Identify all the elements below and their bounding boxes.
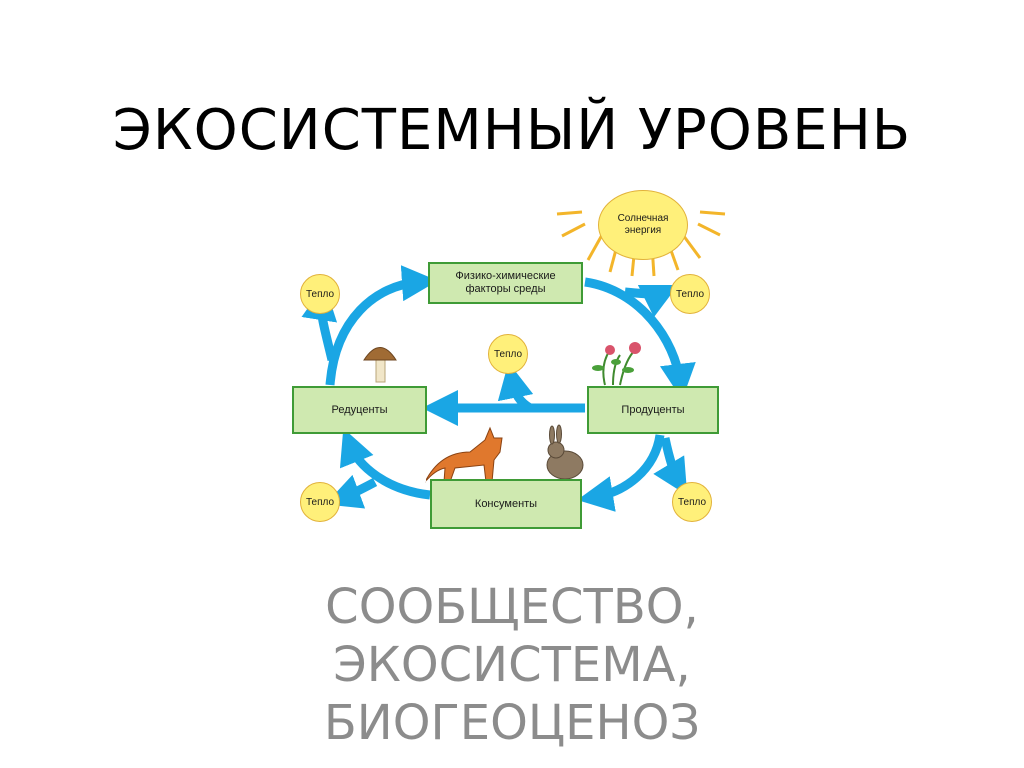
box-producers: Продуценты bbox=[587, 386, 719, 434]
subtitle-line: ЭКОСИСТЕМА, bbox=[333, 637, 691, 693]
sun-energy-line1: Солнечная bbox=[617, 213, 669, 224]
heat-label: Тепло bbox=[677, 496, 707, 508]
arrow-to-heat-bottom-right bbox=[653, 437, 688, 496]
slide-subtitle: СООБЩЕСТВО, ЭКОСИСТЕМА, БИОГЕОЦЕНОЗ bbox=[0, 578, 1024, 752]
box-consumers: Консументы bbox=[430, 479, 582, 529]
slide-title: ЭКОСИСТЕМНЫЙ УРОВЕНЬ bbox=[112, 98, 912, 163]
sun-energy-line2: энергия bbox=[624, 225, 662, 236]
heat-circle-bottom-left: Тепло bbox=[300, 482, 340, 522]
hare-picture bbox=[546, 424, 584, 480]
arrow-consumers-to-decomposers bbox=[339, 428, 431, 500]
plant-picture bbox=[592, 342, 641, 386]
heat-circle-bottom-right: Тепло bbox=[672, 482, 712, 522]
heat-label: Тепло bbox=[305, 496, 335, 508]
ecosystem-diagram: Физико-химические факторы среды Продуцен… bbox=[280, 190, 730, 530]
mushroom-picture bbox=[363, 347, 397, 383]
subtitle-line: СООБЩЕСТВО, bbox=[325, 579, 699, 635]
arrow-producers-to-consumers bbox=[577, 434, 665, 512]
heat-circle-top-left: Тепло bbox=[300, 274, 340, 314]
arrow-factors-to-producers bbox=[584, 277, 696, 400]
box-physical-chemical-factors: Физико-химические факторы среды bbox=[428, 262, 583, 304]
arrow-to-heat-bottom-left bbox=[325, 474, 378, 509]
heat-circle-top-right: Тепло bbox=[670, 274, 710, 314]
box-decomposers: Редуценты bbox=[292, 386, 427, 434]
box-decomposers-label: Редуценты bbox=[331, 403, 388, 416]
heat-label: Тепло bbox=[675, 288, 705, 300]
heat-label: Тепло bbox=[305, 288, 335, 300]
arrow-to-heat-center bbox=[497, 362, 534, 412]
arrow-to-heat-top-right bbox=[624, 284, 679, 318]
heat-circle-center: Тепло bbox=[488, 334, 528, 374]
box-physical-chemical-line2: факторы среды bbox=[465, 283, 546, 295]
subtitle-line: БИОГЕОЦЕНОЗ bbox=[323, 695, 701, 751]
heat-label: Тепло bbox=[493, 348, 523, 360]
box-producers-label: Продуценты bbox=[621, 403, 685, 416]
box-physical-chemical-line1: Физико-химические bbox=[455, 270, 556, 282]
sun-energy: Солнечная энергия bbox=[598, 190, 688, 260]
arrow-decomposers-to-factors bbox=[325, 265, 438, 386]
box-consumers-label: Консументы bbox=[474, 497, 538, 510]
fox-picture bbox=[422, 426, 503, 483]
